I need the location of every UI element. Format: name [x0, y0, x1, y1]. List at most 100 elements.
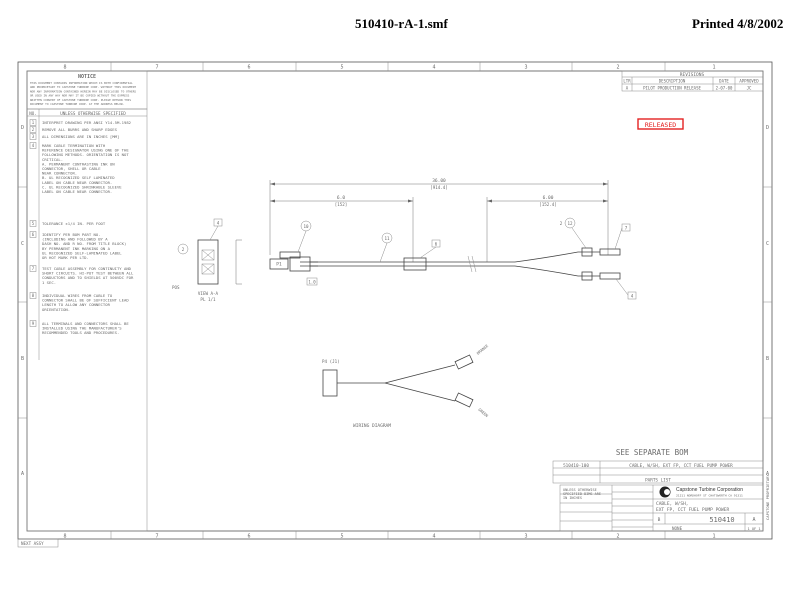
released-stamp-frame — [637, 118, 684, 130]
zone-column-label: 3 — [524, 65, 527, 71]
revision-letter: A — [752, 517, 755, 523]
callout-balloon: 2 — [560, 221, 563, 226]
callout-box: 6 — [435, 242, 438, 247]
zone-column-label: 8 — [63, 65, 66, 71]
side-note: CAPSTONE PROPRIETARY — [765, 474, 770, 520]
inner-border — [26, 70, 764, 532]
note-number: 9 — [32, 321, 35, 326]
callout-box: 4 — [631, 294, 634, 299]
revision-header: APPROVED — [739, 79, 759, 84]
parts-list-part-no: 510410-100 — [563, 463, 589, 469]
wiring-connector-label: P4 (J1) — [322, 359, 340, 364]
note-number: 5 — [32, 221, 35, 226]
note-text: INDIVIDUAL WIRES FROM CABLE TO — [42, 293, 113, 298]
sheet-size: B — [658, 517, 661, 523]
revision-cell: JC — [747, 86, 752, 91]
notice-line: WRITTEN CONSENT OF CAPSTONE TURBINE CORP… — [30, 98, 131, 102]
zone-column-label: 1 — [712, 65, 715, 71]
callout-balloon: 12 — [567, 221, 573, 226]
zone-column-label: 7 — [155, 534, 158, 540]
left-dim-mm: [152] — [335, 202, 348, 207]
note-number: 8 — [32, 293, 35, 298]
company-name: Capstone Turbine Corporation — [676, 487, 743, 493]
view-scale: PL 1/1 — [200, 297, 216, 302]
overall-dim: 36.00 — [432, 178, 446, 184]
note-text: 1 SEC. — [42, 280, 56, 285]
wire-label-orange: ORANGE — [475, 343, 489, 356]
note-text: ALL TERMINALS AND CONNECTORS SHALL BE — [42, 321, 129, 326]
zone-ticks — [18, 62, 772, 539]
note-text: CONNECTOR SHALL BE OF SUFFICIENT LEAD — [42, 298, 129, 303]
released-stamp: RELEASED — [645, 121, 676, 129]
note-number: 7 — [32, 266, 35, 271]
right-dim: 6.00 — [543, 195, 554, 201]
note-text: RECOMMENDED TOOLS AND PROCEDURES. — [42, 330, 119, 335]
note-text: B. UL RECOGNIZED SELF LAMINATED — [42, 175, 115, 180]
pos-label: POS — [172, 285, 180, 290]
note-text: CRITICAL. — [42, 157, 63, 162]
note-number-box — [29, 265, 37, 272]
zone-row-label: B — [21, 356, 24, 362]
note-number-box — [29, 142, 37, 149]
zone-column-label: 7 — [155, 65, 158, 71]
zone-row-label: A — [21, 471, 24, 477]
left-dim: 6.0 — [337, 195, 345, 201]
zone-row-label: C — [766, 241, 769, 247]
wiring-connector — [322, 369, 338, 397]
note-number: 1 — [32, 120, 35, 125]
zone-row-label: D — [766, 125, 769, 131]
zone-column-label: 2 — [616, 534, 619, 540]
note-text: DASH NO. AND R NO. FROM TITLE BLOCK) — [42, 241, 126, 246]
zone-row-label: C — [21, 241, 24, 247]
notice-title: NOTICE — [78, 74, 96, 80]
cable-assembly-drawing: 36.00 [914.4] 6.0 [152] 6.00 [152.4] P1 — [172, 178, 637, 429]
note-text: LABEL ON CABLE NEAR CONNECTOR. — [42, 189, 112, 194]
callout-balloon: 10 — [303, 224, 309, 229]
zone-column-label: 2 — [616, 65, 619, 71]
tolerance-text: SPECIFIED DIMS ARE — [563, 492, 601, 496]
right-dim-mm: [152.4] — [539, 202, 557, 207]
note-number: 2 — [32, 127, 35, 132]
zone-row-label: D — [21, 125, 24, 131]
revision-cell: PILOT PRODUCTION RELEASE — [643, 86, 701, 91]
notice-line: AND PROPRIETARY TO CAPSTONE TURBINE CORP… — [30, 85, 136, 89]
callout-box: 7 — [625, 226, 628, 231]
note-text: UL RECOGNIZED SELF-LAMINATED LABEL — [42, 250, 122, 255]
parts-list-title: CABLE, W/SH, EXT FP, CCT FUEL PUMP POWER — [629, 463, 733, 469]
notice-line: OR USED IN ANY WAY NOR MAY IT BE COPIED … — [30, 94, 130, 98]
note-text: REMOVE ALL BURRS AND SHARP EDGES — [42, 127, 118, 132]
zone-column-label: 5 — [340, 65, 343, 71]
note-number: 6 — [32, 232, 35, 237]
small-dim: 1.0 — [308, 280, 316, 285]
note-text: MARK CABLE TERMINATION WITH — [42, 143, 106, 148]
zone-column-label: 5 — [340, 534, 343, 540]
note-number-box — [29, 119, 37, 126]
header-printed-date: Printed 4/8/2002 — [692, 16, 784, 31]
zone-column-label: 6 — [247, 65, 250, 71]
note-number-box — [29, 320, 37, 327]
note-number: 4 — [32, 143, 35, 148]
next-assy-label: NEXT ASSY — [21, 541, 44, 546]
zone-row-label: B — [766, 356, 769, 362]
note-number: 3 — [32, 134, 35, 139]
note-text: ALL DIMENSIONS ARE IN INCHES [MM] — [42, 134, 119, 139]
note-text: CONNECTOR, SHELL OR CABLE — [42, 166, 101, 171]
notice-line: DOCUMENT TO CAPSTONE TURBINE CORP. AT TH… — [30, 102, 125, 106]
zone-column-label: 3 — [524, 534, 527, 540]
note-text: A. PERMANENT CONTRASTING INK ON — [42, 161, 115, 166]
view-label: VIEW A-A — [198, 291, 219, 296]
callout-box: 4 — [217, 221, 220, 226]
note-text: C. UL RECOGNIZED SHRINKABLE SLEEVE — [42, 184, 122, 189]
note-text: (INCLUDING AND FOLLOWED BY A — [42, 237, 108, 242]
zone-column-label: 1 — [712, 534, 715, 540]
revisions-title: REVISIONS — [680, 72, 705, 78]
revision-header: LTR — [623, 79, 631, 84]
notice-line: THIS DOCUMENT CONTAINS INFORMATION WHICH… — [30, 81, 133, 85]
note-text: SHORT CIRCUITS. HI-POT TEST BETWEEN ALL — [42, 271, 134, 276]
note-text: LENGTH TO ALLOW ANY CONNECTOR — [42, 302, 111, 307]
drawing-title: CABLE, W/SH, — [656, 501, 689, 507]
